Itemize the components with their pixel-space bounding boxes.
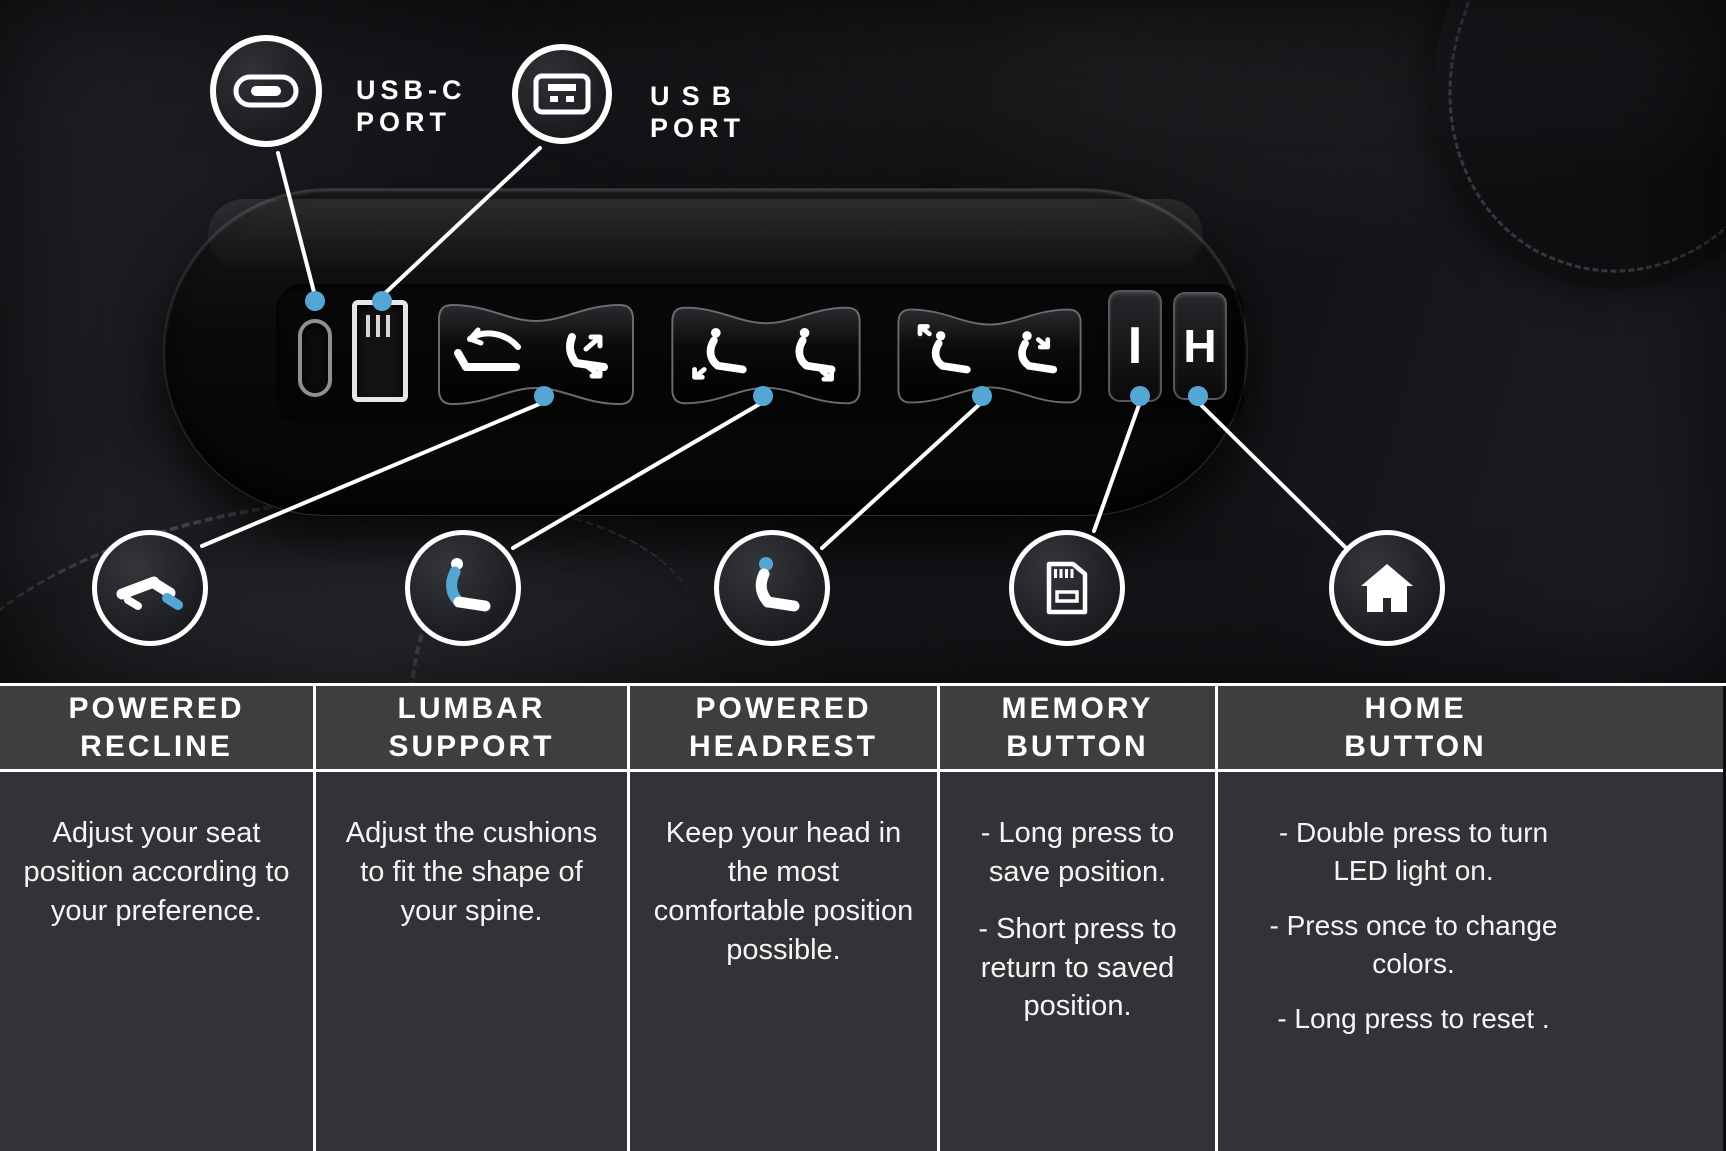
rocker-button-shape [671, 306, 861, 405]
column-header: MEMORY BUTTON [940, 686, 1215, 772]
powered-headrest-buttons [897, 308, 1082, 404]
table-column-powered-recline: POWERED RECLINE Adjust your seat positio… [0, 686, 316, 1151]
label-line: PORT [356, 107, 452, 138]
column-title-line: HEADREST [688, 729, 878, 763]
lumbar-seat-icon [446, 558, 491, 612]
control-panel: I H [163, 188, 1248, 516]
column-description: Adjust the cushions to fit the shape of … [316, 772, 627, 1151]
description-paragraph: - Short press to return to saved positio… [978, 912, 1177, 1023]
table-column-memory-button: MEMORY BUTTON - Long press to save posit… [940, 686, 1218, 1151]
headrest-icon-circle [714, 530, 830, 646]
column-title-line: RECLINE [80, 729, 233, 763]
home-icon-circle [1329, 530, 1445, 646]
seat-recline-icon [116, 576, 183, 610]
headrest-down-icon [1018, 331, 1058, 374]
panel-gloss-highlight [208, 199, 1203, 271]
headrest-seat-icon [755, 557, 800, 612]
seat-corner-trim [1378, 0, 1726, 339]
headrest-up-icon [917, 324, 971, 374]
info-table: POWERED RECLINE Adjust your seat positio… [0, 683, 1726, 1151]
column-title-line: MEMORY [1001, 692, 1154, 725]
home-button: H [1173, 292, 1227, 400]
column-header: HOME BUTTON [1218, 686, 1723, 772]
recline-flat-icon [454, 327, 521, 371]
description-paragraph: Adjust the cushions to fit the shape of … [345, 817, 598, 927]
sd-card-icon [1046, 561, 1088, 615]
usb-c-callout-circle [210, 35, 322, 147]
column-title-line: LUMBAR [397, 692, 546, 725]
column-title-line: SUPPORT [388, 729, 555, 763]
usb-c-port [298, 319, 332, 397]
column-header: POWERED RECLINE [0, 686, 313, 772]
lumbar-support-buttons [671, 306, 861, 405]
lumbar-in-icon [692, 327, 747, 380]
column-description: - Long press to save position. - Short pr… [940, 772, 1215, 1151]
usb-a-port [352, 300, 408, 402]
memory-button: I [1108, 290, 1162, 402]
lumbar-out-icon [795, 327, 836, 382]
memory-button-glyph: I [1127, 317, 1143, 375]
label-line: USB-C [356, 75, 467, 105]
home-button-glyph: H [1183, 320, 1217, 372]
description-paragraph: - Press once to change colors. [1269, 910, 1558, 979]
usb-pins [366, 315, 394, 337]
usb-port-label: USB PORT [650, 80, 745, 145]
description-paragraph: - Double press to turn LED light on. [1278, 817, 1549, 886]
label-line: PORT [650, 113, 746, 144]
recline-icon-circle [92, 530, 208, 646]
table-column-home-button: HOME BUTTON - Double press to turn LED l… [1218, 686, 1723, 1151]
column-title-line: POWERED [695, 692, 872, 725]
column-header: POWERED HEADREST [630, 686, 937, 772]
label-line: USB [650, 81, 744, 111]
column-description: Keep your head in the most comfortable p… [630, 772, 937, 1151]
usb-a-port-icon [533, 73, 591, 115]
memory-icon-circle [1009, 530, 1125, 646]
description-paragraph: Adjust your seat position according to y… [23, 817, 290, 927]
column-title-line: BUTTON [1006, 729, 1149, 763]
usb-callout-circle [512, 44, 612, 144]
description-paragraph: - Long press to save position. [980, 817, 1175, 888]
column-title-line: POWERED [68, 692, 245, 725]
column-title-line: BUTTON [1344, 729, 1487, 763]
table-column-powered-headrest: POWERED HEADREST Keep your head in the m… [630, 686, 940, 1151]
column-title-line: HOME [1364, 692, 1467, 725]
rocker-button-shape [897, 308, 1082, 404]
usb-c-port-label: USB-C PORT [356, 74, 467, 139]
usb-c-port-icon [233, 74, 299, 108]
home-icon [1361, 564, 1413, 612]
powered-recline-buttons [438, 303, 634, 406]
description-paragraph: Keep your head in the most comfortable p… [653, 817, 914, 966]
table-column-lumbar-support: LUMBAR SUPPORT Adjust the cushions to fi… [316, 686, 630, 1151]
column-description: Adjust your seat position according to y… [0, 772, 313, 1151]
recline-adjust-icon [565, 333, 608, 379]
seat-photo-background: I H [0, 0, 1726, 683]
rocker-button-shape [438, 303, 634, 406]
description-paragraph: - Long press to reset . [1277, 1003, 1550, 1035]
column-description: - Double press to turn LED light on. - Pr… [1218, 772, 1723, 1151]
column-header: LUMBAR SUPPORT [316, 686, 627, 772]
lumbar-icon-circle [405, 530, 521, 646]
